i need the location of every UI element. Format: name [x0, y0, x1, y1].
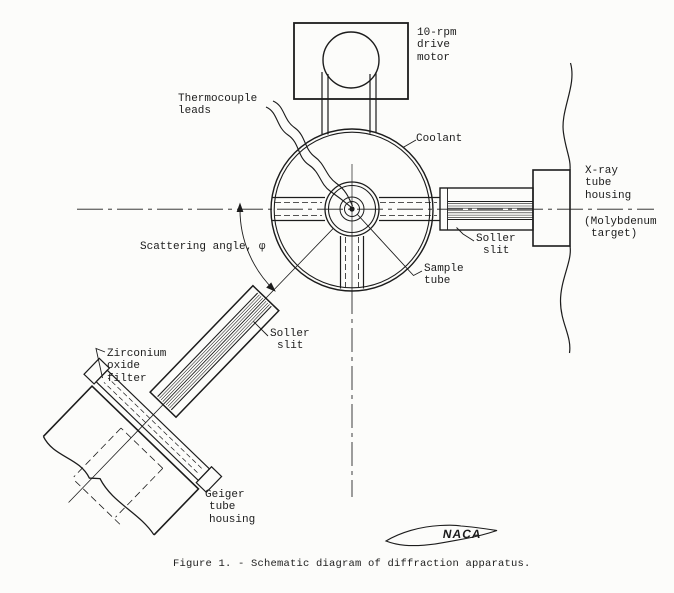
right-channel-walls — [379, 196, 440, 222]
drive-motor-rotor — [322, 31, 380, 89]
geiger-housing-outline — [42, 384, 200, 536]
sample-hub-ring-1 — [324, 181, 380, 237]
soller-slit-lower-band-edges — [157, 292, 272, 411]
naca-logo-wings — [384, 524, 498, 547]
left-channel-walls — [272, 196, 325, 222]
coolant-vessel-inner-circle — [273, 131, 431, 289]
bottom-channel-dashed — [345, 237, 359, 287]
geiger-assembly-group — [42, 228, 334, 536]
sample-hub-ring-3 — [339, 196, 365, 222]
label-coolant: Coolant — [416, 133, 463, 145]
coolant-leader-line — [402, 139, 417, 148]
right-channel-dashed — [380, 202, 437, 216]
sample-hub-ring-2 — [327, 184, 377, 234]
naca-logo-text: NACA — [441, 527, 483, 541]
soller-right-leader-line — [456, 227, 475, 242]
scattering-angle-arc — [239, 208, 275, 291]
thermocouple-lead-wire-2 — [272, 100, 354, 207]
sample-hub-center-dot — [349, 206, 355, 212]
coolant-vessel-outer-circle — [270, 128, 434, 292]
soller-slit-right-hatch — [448, 203, 533, 218]
xray-tube-housing-box — [532, 169, 571, 247]
sample-hub-ring-4 — [344, 201, 360, 217]
label-scattering-angle: Scattering angle, φ — [140, 241, 266, 253]
soller-slit-right-band-edges — [448, 201, 533, 220]
zirconium-filter-strip-dashed — [103, 377, 202, 473]
geiger-tube-hidden-dashed — [72, 427, 164, 525]
drive-motor-housing — [293, 22, 409, 100]
scattering-arc-arrowhead-top — [236, 202, 244, 212]
zirconium-filter-strip — [95, 369, 211, 482]
bottom-channel-walls — [339, 236, 365, 289]
geiger-housing-break-curve — [42, 436, 155, 536]
sample-tube-leader-line — [356, 213, 423, 277]
thermocouple-lead-wire-1 — [265, 106, 352, 208]
soller-slit-lower-hatch — [159, 294, 270, 409]
left-channel-dashed — [275, 202, 322, 216]
zirconium-filter-tab-upper — [83, 357, 111, 385]
xray-housing-break-curve-lower — [559, 245, 571, 354]
scattering-arc-arrowhead-bottom — [266, 282, 276, 292]
drive-shaft-left-leg — [321, 72, 329, 135]
soller-slit-lower-box — [149, 284, 280, 419]
drive-shaft-right-leg — [369, 72, 377, 134]
zirconium-filter-tab-lower — [195, 465, 223, 494]
zirconium-leader-line — [95, 347, 106, 379]
figure-caption: Figure 1. - Schematic diagram of diffrac… — [173, 558, 531, 570]
xray-housing-break-curve-upper — [562, 62, 573, 171]
